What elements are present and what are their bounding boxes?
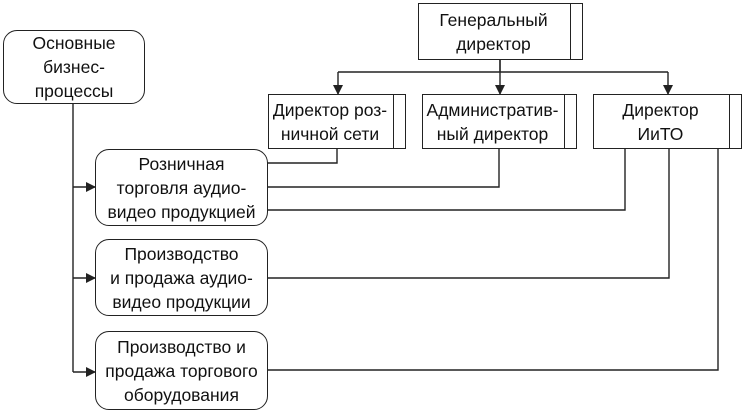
link-admin-to-p1 bbox=[267, 148, 500, 188]
node-stripe bbox=[729, 95, 730, 148]
process-trade-equipment-node: Производство и продажа торгового оборудо… bbox=[95, 331, 268, 410]
node-label: Розничная торговля аудио- видео продукци… bbox=[107, 153, 256, 222]
node-stripe bbox=[393, 95, 394, 148]
node-label: Производство и продажа аудио- видео прод… bbox=[110, 243, 253, 312]
link-iito-to-p3 bbox=[267, 148, 719, 371]
link-iito-to-p2 bbox=[267, 148, 670, 279]
node-label: Основные бизнес- процессы bbox=[32, 33, 116, 101]
general-director-node: Генеральный директор bbox=[418, 3, 583, 60]
node-stripe bbox=[564, 95, 565, 148]
node-label: Производство и продажа торгового оборудо… bbox=[105, 336, 258, 405]
iito-director-node: Директор ИиТО bbox=[593, 94, 742, 149]
admin-director-node: Административ- ный директор bbox=[422, 94, 577, 149]
node-stripe bbox=[570, 4, 571, 59]
retail-director-node: Директор роз- ничной сети bbox=[268, 94, 406, 149]
link-retail-to-p1 bbox=[267, 148, 338, 164]
process-production-av-node: Производство и продажа аудио- видео прод… bbox=[95, 239, 268, 316]
node-label: Генеральный директор bbox=[439, 9, 548, 54]
node-label: Директор ИиТО bbox=[622, 99, 699, 144]
link-iito-to-p1 bbox=[267, 148, 626, 211]
core-business-processes-node: Основные бизнес- процессы bbox=[3, 30, 145, 104]
process-retail-av-node: Розничная торговля аудио- видео продукци… bbox=[95, 149, 268, 226]
node-label: Директор роз- ничной сети bbox=[272, 99, 388, 144]
node-label: Административ- ный директор bbox=[426, 99, 559, 144]
